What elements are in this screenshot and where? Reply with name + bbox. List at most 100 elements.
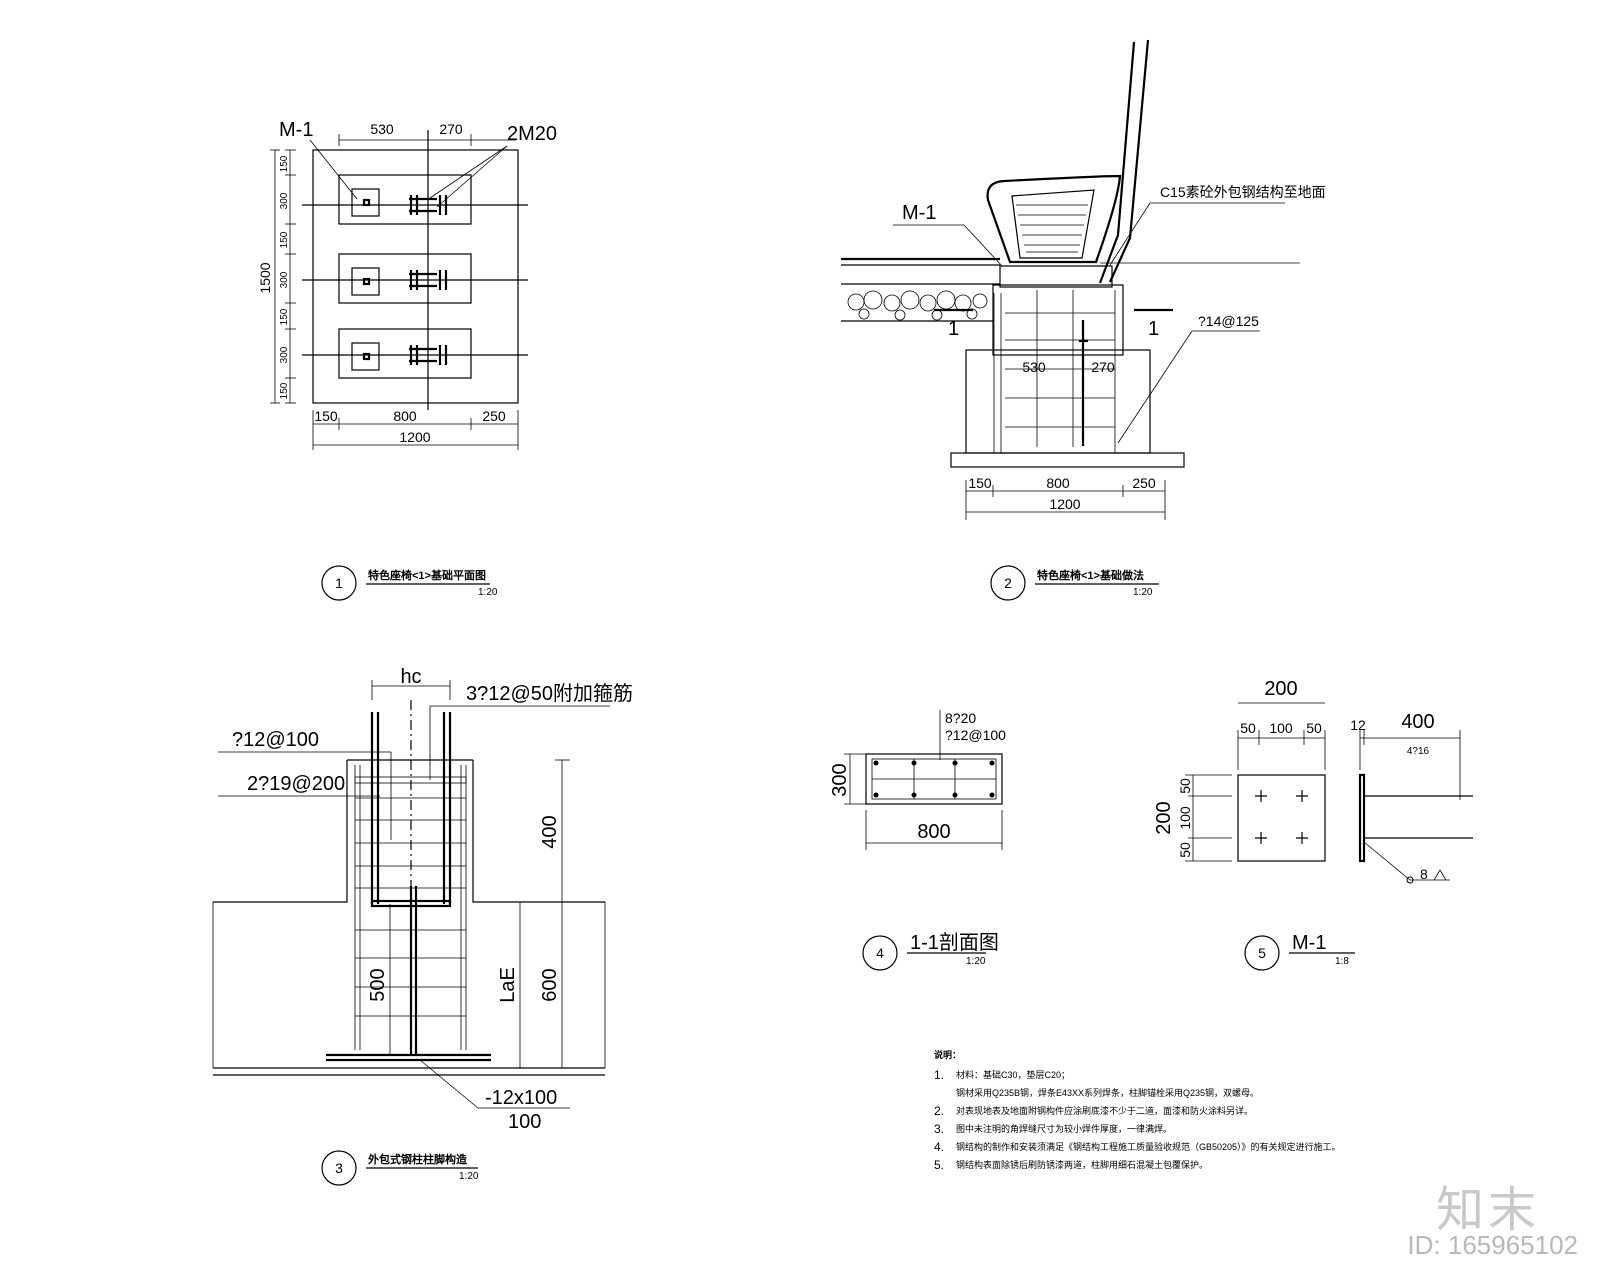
caption-number: 2	[1004, 575, 1012, 591]
label-m1: M-1	[902, 202, 936, 224]
rebar-dots	[873, 760, 995, 798]
dim-left-150a: 150	[279, 155, 290, 172]
plinth-row	[302, 174, 528, 225]
footing-outline	[312, 149, 519, 404]
dim-left-150b: 150	[279, 231, 290, 248]
dim-left-300b: 300	[279, 271, 290, 288]
label-4r16: 4?16	[1407, 746, 1430, 757]
dim-bottom-250: 250	[482, 408, 506, 424]
notes-heading: 说明：	[934, 1050, 962, 1060]
caption-number: 5	[1258, 945, 1266, 961]
caption-title: 1-1剖面图	[910, 931, 999, 954]
caption-circle	[990, 565, 1026, 601]
dim-left-50b: 50	[1177, 842, 1193, 858]
plinth-row	[302, 328, 528, 379]
drawing-1-foundation-plan: 530 270 M-1 2M20 150 300 150 300 150 300…	[257, 119, 557, 601]
label-plate-width: 100	[508, 1111, 541, 1133]
caption-circle	[862, 935, 898, 971]
label-3r12: 3?12@50附加箍筋	[466, 682, 633, 705]
caption-circle	[321, 565, 357, 601]
note-item: 钢材采用Q235B钢，焊条E43XX系列焊条，柱脚锚栓采用Q235钢，双螺母。	[956, 1088, 1260, 1098]
label-r12-100: ?12@100	[232, 729, 319, 751]
watermark-id: ID: 165965102	[1407, 1230, 1578, 1260]
dim-left-200: 200	[1153, 801, 1175, 834]
note-item: 2.对表现地表及地面附钢构件应涂刷底漆不少于二道，面漆和防火涂料另详。	[934, 1104, 1254, 1118]
label-2r19: 2?19@200	[247, 773, 345, 795]
dim-top-530: 530	[370, 121, 394, 137]
label-weld-8: 8	[1420, 866, 1428, 882]
dim-400: 400	[539, 815, 561, 848]
caption-scale: 1:20	[459, 1171, 479, 1182]
dim-left-50a: 50	[1177, 778, 1193, 794]
bench-infill-hatch	[1016, 204, 1088, 253]
label-r12-100: ?12@100	[945, 727, 1006, 743]
watermark-brand: 知末	[1435, 1184, 1540, 1237]
caption-title: 特色座椅<1>基础平面图	[368, 568, 486, 582]
dim-top-200: 200	[1264, 678, 1297, 700]
caption-circle	[1244, 935, 1280, 971]
dim-top-50a: 50	[1240, 720, 1256, 736]
dim-side-400: 400	[1401, 711, 1434, 733]
section-mark-left: 1	[948, 318, 959, 340]
dim-top-100: 100	[1269, 720, 1293, 736]
dim-800: 800	[917, 821, 950, 843]
dim-bottom-150: 150	[968, 475, 992, 491]
label-2m20: 2M20	[507, 123, 557, 145]
label-c15-note: C15素砼外包钢结构至地面	[1160, 184, 1326, 200]
dim-inner-530: 530	[1022, 359, 1046, 375]
stirrups	[354, 765, 467, 1050]
drawing-3-column-base: hc	[212, 666, 633, 1186]
note-item: 3.图中未注明的角焊缝尺寸为较小焊件厚度，一律满焊。	[934, 1122, 1173, 1136]
caption-number: 4	[876, 945, 884, 961]
dim-500: 500	[367, 968, 389, 1001]
note-item: 1.材料：基础C30，垫层C20；	[934, 1068, 1071, 1082]
dim-bottom-250: 250	[1132, 475, 1156, 491]
plinth-row	[302, 253, 528, 304]
dim-inner-270: 270	[1091, 359, 1115, 375]
section-mark-right: 1	[1148, 318, 1159, 340]
dim-left-1500: 1500	[257, 262, 273, 293]
dim-bottom-1200: 1200	[399, 429, 430, 445]
dim-left-300c: 300	[279, 346, 290, 363]
note-item: 5.钢结构表面除锈后刷防锈漆两道，柱脚用细石混凝土包覆保护。	[934, 1158, 1209, 1172]
drawing-2-foundation-section: 530 270 1 1 M-1 C15素砼外包钢结构至地面 ?14@125 15…	[841, 39, 1326, 601]
caption-title: 特色座椅<1>基础做法	[1037, 568, 1144, 582]
dim-600: 600	[539, 968, 561, 1001]
dim-top-270: 270	[439, 121, 463, 137]
dim-bottom-1200: 1200	[1049, 496, 1080, 512]
label-8r20: 8?20	[945, 710, 976, 726]
dim-left-300a: 300	[279, 192, 290, 209]
caption-scale: 1:20	[966, 956, 986, 967]
caption-title: 外包式钢柱柱脚构造	[367, 1152, 468, 1166]
dim-bottom-150: 150	[314, 408, 338, 424]
label-plate: -12x100	[485, 1087, 557, 1109]
caption-number: 1	[335, 575, 343, 591]
bolt-holes	[1255, 790, 1308, 844]
dim-side-12: 12	[1350, 717, 1366, 733]
label-rebar: ?14@125	[1198, 313, 1259, 329]
caption-title: M-1	[1292, 932, 1326, 954]
caption-scale: 1:8	[1335, 956, 1349, 967]
dim-left-150c: 150	[279, 308, 290, 325]
caption-scale: 1:20	[1133, 587, 1153, 598]
footing-rebar	[993, 290, 1116, 453]
dim-left-150d: 150	[279, 382, 290, 399]
dim-bottom-800: 800	[1046, 475, 1070, 491]
label-m1: M-1	[279, 119, 313, 141]
dim-top-50b: 50	[1306, 720, 1322, 736]
caption-number: 3	[335, 1160, 343, 1176]
drawing-4-section-1-1: 8?20 ?12@100 300 800 4 1-1剖面图 1:20	[829, 710, 1006, 971]
caption-scale: 1:20	[478, 587, 498, 598]
gravel-layer	[847, 290, 988, 321]
label-hc: hc	[400, 666, 421, 688]
dim-lae: LaE	[497, 967, 519, 1003]
note-item: 4.钢结构的制作和安装须满足《钢结构工程施工质量验收规范（GB50205）》的有…	[934, 1140, 1341, 1154]
caption-circle	[321, 1150, 357, 1186]
dim-300: 300	[829, 763, 851, 796]
dim-left-100: 100	[1177, 806, 1193, 830]
dim-bottom-800: 800	[393, 408, 417, 424]
left-dim-ticks	[270, 149, 296, 404]
general-notes: 说明： 1.材料：基础C30，垫层C20； 钢材采用Q235B钢，焊条E43XX…	[934, 1046, 1354, 1174]
drawing-5-m1-plate: 200 50 100 50 200 50 100 50 12 400 4?16 …	[1153, 678, 1473, 971]
